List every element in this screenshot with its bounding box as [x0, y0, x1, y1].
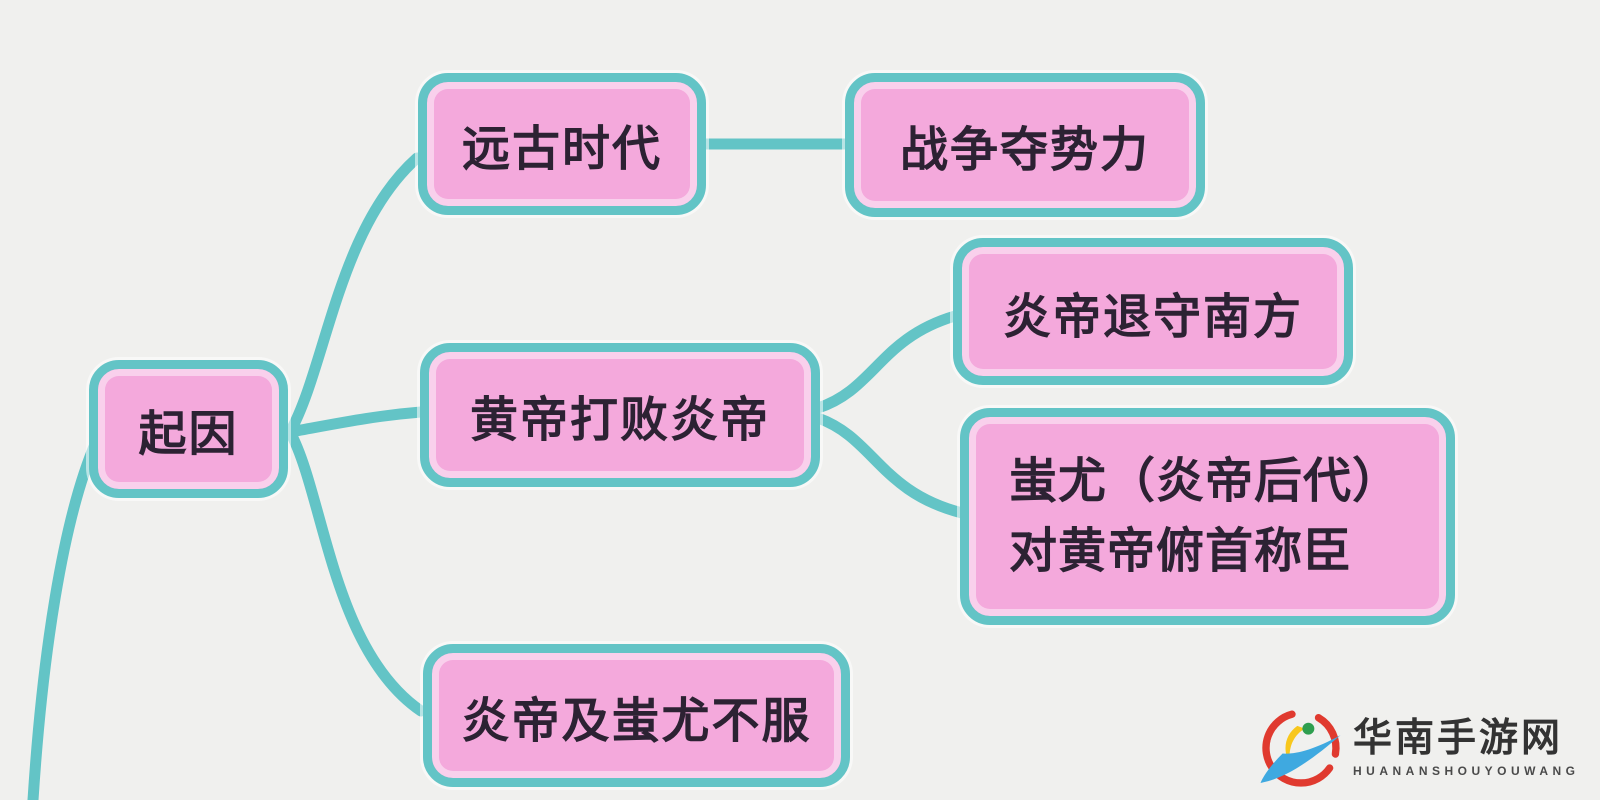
connector-root-to-defiant	[284, 426, 427, 717]
watermark-title: 华南手游网	[1353, 717, 1564, 760]
node-label: 炎帝退守南方	[1002, 290, 1303, 344]
connector-huangdi-to-chiyou	[812, 412, 968, 519]
node-label: 黄帝打败炎帝	[469, 394, 770, 447]
node-huangdi-defeats-yandi[interactable]: 黄帝打败炎帝	[420, 343, 820, 487]
node-war-for-power[interactable]: 战争夺势力	[845, 73, 1205, 217]
watermark-subtitle: HUANANSHOUYOUWANG	[1353, 764, 1580, 778]
node-label-line1: 蚩尤（炎帝后代）	[1009, 454, 1402, 508]
connector-huangdi-to-retreat	[812, 310, 961, 414]
node-ancient-times[interactable]: 远古时代	[418, 73, 706, 215]
node-chiyou-submits[interactable]: 蚩尤（炎帝后代） 对黄帝俯首称臣	[960, 408, 1455, 625]
node-cause-root[interactable]: 起因	[89, 360, 288, 498]
node-label: 远古时代	[461, 123, 662, 176]
node-label-line2: 对黄帝俯首称臣	[1009, 524, 1353, 578]
node-yandi-chiyou-defiant[interactable]: 炎帝及蚩尤不服	[423, 644, 850, 787]
connector-root-to-huangdi	[284, 406, 427, 438]
node-label: 战争夺势力	[899, 124, 1150, 177]
node-yandi-retreats-south[interactable]: 炎帝退守南方	[953, 238, 1353, 385]
connector-root-to-offscreen-parent	[27, 436, 102, 800]
watermark: 华南手游网 HUANANSHOUYOUWANG	[1255, 695, 1600, 800]
connector-root-to-ancient-times	[284, 152, 423, 438]
watermark-logo-icon	[1260, 710, 1341, 787]
node-label: 炎帝及蚩尤不服	[461, 694, 812, 748]
node-label: 起因	[138, 408, 239, 461]
